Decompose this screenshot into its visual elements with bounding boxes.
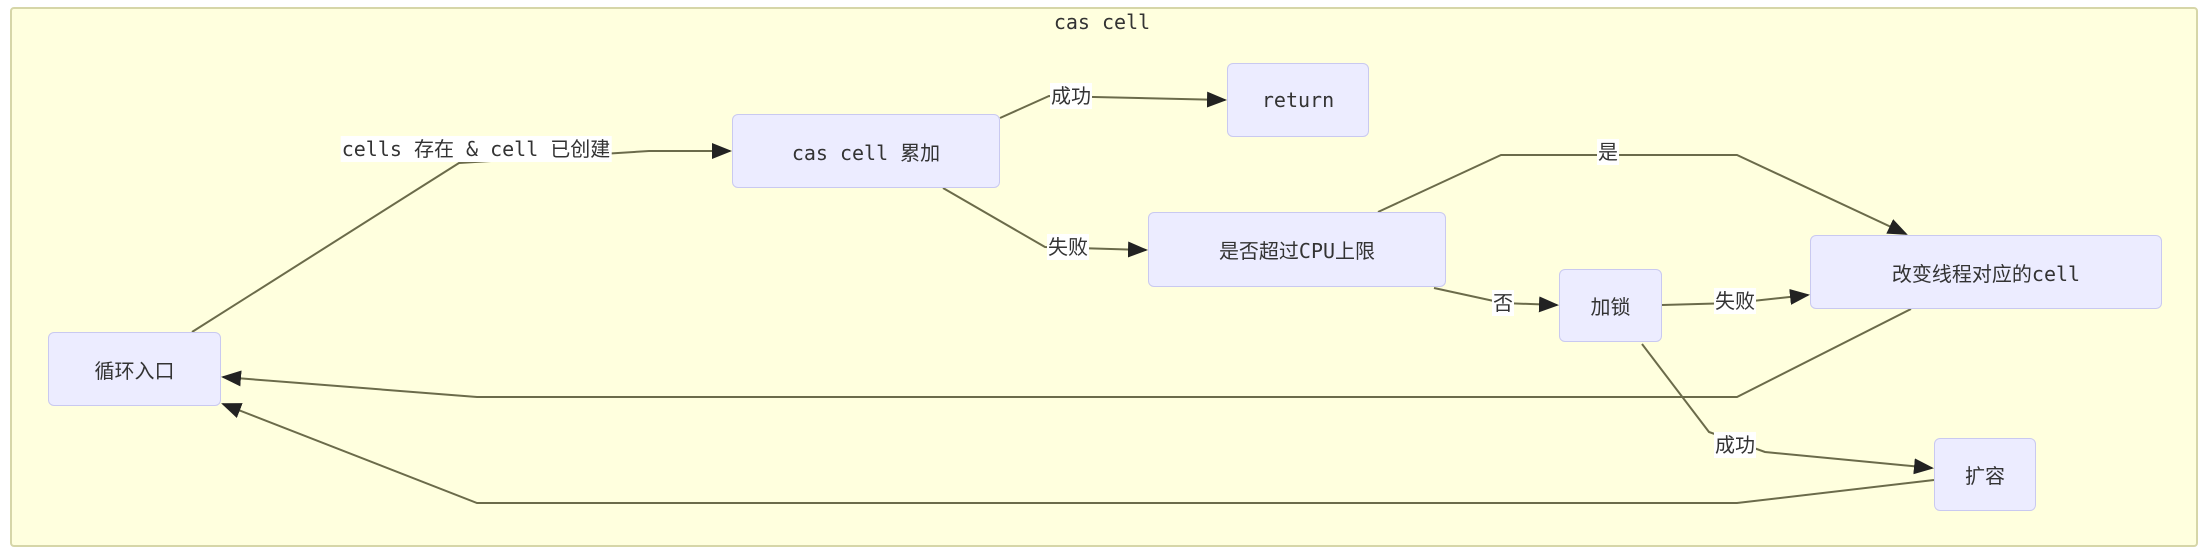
edge-change-back-loop [221,308,1912,398]
node-expand[interactable]: 扩容 [1934,438,2036,511]
subgraph-title: cas cell [1053,10,1151,34]
node-return[interactable]: return [1227,63,1369,137]
edge-label-lock-success: 成功 [1714,432,1756,458]
edge-label-cas-success: 成功 [1050,83,1092,109]
edge-expand-back-loop [221,403,1935,504]
node-loop-entry[interactable]: 循环入口 [48,332,221,406]
node-lock[interactable]: 加锁 [1559,269,1662,342]
edge-label-cpu-yes: 是 [1597,139,1619,165]
edge-lock-success [1641,343,1934,475]
edge-label-cells-exist: cells 存在 & cell 已创建 [340,136,612,162]
edge-cas-success [999,91,1227,119]
edge-loop-to-cas [191,143,732,333]
edge-cas-fail [942,187,1148,258]
edge-label-cpu-no: 否 [1492,290,1514,316]
edge-label-lock-fail: 失败 [1714,288,1756,314]
node-cas-add[interactable]: cas cell 累加 [732,114,1000,188]
node-change-cell[interactable]: 改变线程对应的cell [1810,235,2162,309]
edge-cpu-yes [1377,154,1908,235]
edge-label-cas-fail: 失败 [1047,234,1089,260]
node-cpu-check[interactable]: 是否超过CPU上限 [1148,212,1446,287]
